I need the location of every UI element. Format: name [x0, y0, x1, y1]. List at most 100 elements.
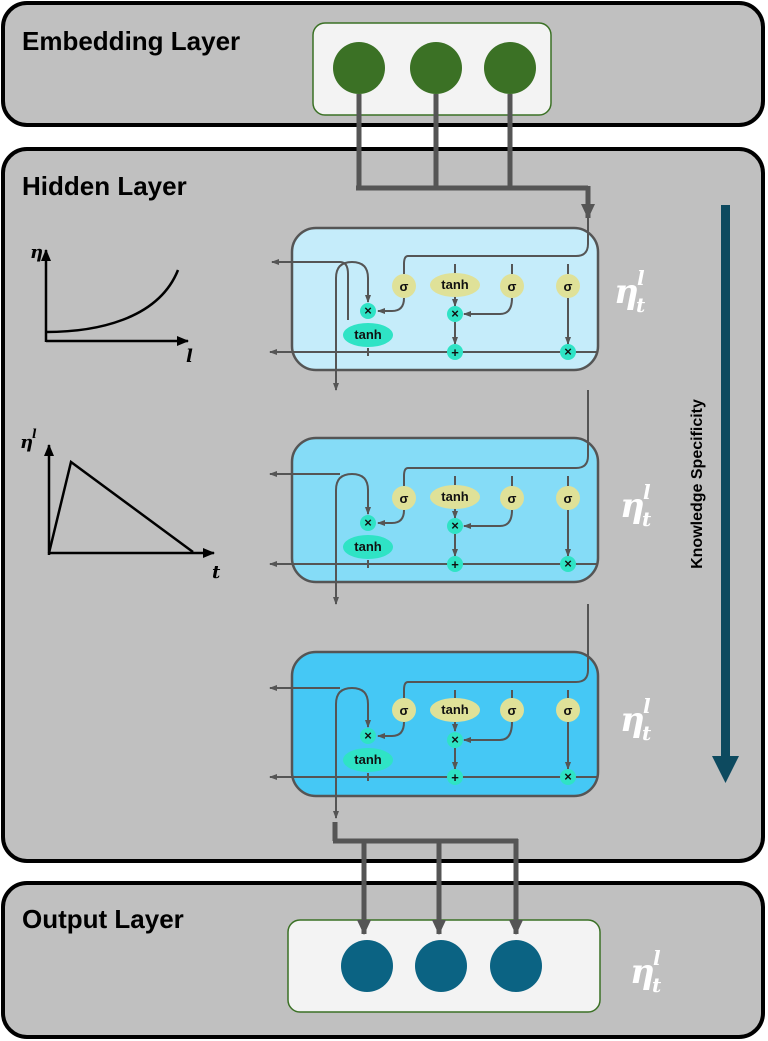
output-layer-title: Output Layer [22, 904, 184, 934]
mult-label: × [564, 556, 572, 571]
lstm-cell-1: σ tanh σ σ × tanh × + × η l t [269, 218, 646, 391]
tanh-label: tanh [354, 539, 382, 554]
embedding-layer: Embedding Layer [1, 1, 765, 127]
plus-label: + [451, 770, 459, 785]
eta-symbol: η [620, 486, 645, 526]
mult-label: × [564, 769, 572, 784]
sigma-label: σ [564, 703, 573, 718]
eta-symbol: η [620, 700, 645, 740]
sigma-label: σ [564, 491, 573, 506]
plus-label: + [451, 557, 459, 572]
eta-symbol: η [630, 952, 655, 992]
embedding-connectors [356, 94, 595, 219]
mult-node [560, 769, 576, 785]
eta-superscript: l [637, 266, 645, 290]
output-node [341, 940, 393, 992]
sigma-label: σ [564, 279, 573, 294]
tanh-gate [430, 485, 480, 509]
mult-label: × [564, 344, 572, 359]
plus-node [447, 556, 463, 572]
output-layer: Output Layer [1, 881, 765, 1039]
embedding-node [333, 42, 385, 94]
arrow-shaft [721, 205, 730, 757]
mult-node [447, 518, 463, 534]
sigma-gate [500, 486, 524, 510]
plus-label: + [451, 345, 459, 360]
eta-label: η l t [620, 694, 652, 745]
sigma-gate [392, 698, 416, 722]
plus-node [447, 769, 463, 785]
tanh-node [343, 535, 393, 559]
sigma-label: σ [508, 491, 517, 506]
plot-ylabel-sup: l [32, 427, 37, 441]
plus-node [447, 344, 463, 360]
plot-ylabel: η [20, 432, 33, 453]
mult-node [447, 732, 463, 748]
tanh-node [343, 748, 393, 772]
mult-label: × [364, 728, 372, 743]
mult-node [560, 556, 576, 572]
sigma-gate [500, 274, 524, 298]
output-connectors [332, 822, 523, 935]
output-node [490, 940, 542, 992]
embedding-layer-title: Embedding Layer [22, 26, 240, 56]
mult-label: × [451, 306, 459, 321]
eta-symbol: η [614, 272, 639, 312]
eta-superscript: l [643, 480, 651, 504]
eta-subscript: t [642, 721, 652, 745]
eta-superscript: l [653, 946, 661, 970]
lstm-cell-2: σ tanh σ σ × tanh × + × η l t [269, 390, 652, 605]
sigma-gate [556, 486, 580, 510]
output-node [415, 940, 467, 992]
lstm-cell-box [290, 226, 600, 372]
tanh-gate [430, 698, 480, 722]
lstm-cell-box [290, 650, 600, 798]
tanh-node [343, 323, 393, 347]
plot-xlabel: t [212, 562, 221, 583]
mult-label: × [364, 515, 372, 530]
sigma-gate [500, 698, 524, 722]
sigma-label: σ [400, 279, 409, 294]
lstm-cell-box [290, 436, 600, 584]
sigma-label: σ [508, 703, 517, 718]
mult-node [447, 306, 463, 322]
eta-superscript: l [643, 694, 651, 718]
hidden-layer-title: Hidden Layer [22, 171, 187, 201]
tanh-gate [430, 273, 480, 297]
lstm-cell-3: σ tanh σ σ × tanh × + × η l t [269, 604, 652, 819]
eta-label: η l t [620, 480, 652, 531]
plot-xlabel: l [186, 346, 193, 367]
triangle-schedule [47, 459, 194, 554]
embedding-node [484, 42, 536, 94]
exponential-curve [45, 269, 180, 334]
arrow-label: Knowledge Specificity [689, 399, 706, 569]
mult-label: × [451, 518, 459, 533]
knowledge-specificity-arrow: Knowledge Specificity [689, 205, 739, 783]
sigma-gate [392, 274, 416, 298]
tanh-label: tanh [441, 702, 469, 717]
eta-label: η l t [614, 266, 646, 317]
mult-node [360, 303, 376, 319]
sigma-label: σ [400, 703, 409, 718]
eta-subscript: t [636, 293, 646, 317]
tanh-label: tanh [441, 277, 469, 292]
tanh-label: tanh [441, 489, 469, 504]
eta-subscript: t [642, 507, 652, 531]
mult-node [560, 344, 576, 360]
output-eta-label: η l t [630, 946, 662, 997]
tanh-label: tanh [354, 752, 382, 767]
plot-eta-l-vs-t: η l t [20, 427, 221, 583]
tanh-label: tanh [354, 327, 382, 342]
sigma-label: σ [400, 491, 409, 506]
mult-node [360, 515, 376, 531]
plot-eta-vs-l: η l [30, 242, 193, 367]
eta-subscript: t [652, 973, 662, 997]
sigma-gate [556, 698, 580, 722]
mult-label: × [451, 732, 459, 747]
sigma-label: σ [508, 279, 517, 294]
mult-node [360, 728, 376, 744]
mult-label: × [364, 303, 372, 318]
sigma-gate [392, 486, 416, 510]
plot-ylabel: η [30, 242, 43, 263]
